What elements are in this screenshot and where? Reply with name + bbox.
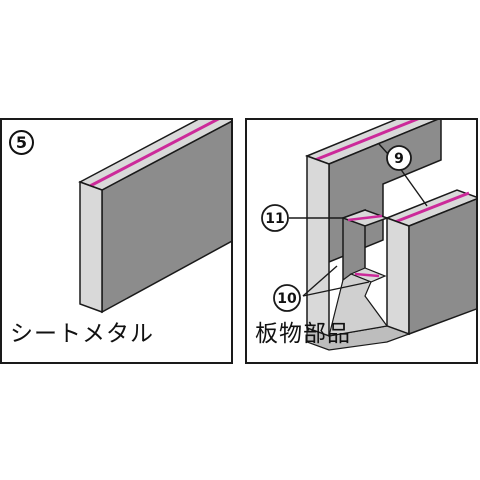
callout-10: 10 <box>273 284 301 312</box>
plate-part-caption: 板物部品 <box>255 321 351 347</box>
callout-9: 9 <box>386 145 412 171</box>
callout-11: 11 <box>261 204 289 232</box>
sheet-metal-panel: 5 シートメタル <box>0 118 233 364</box>
sheet-metal-caption: シートメタル <box>10 321 154 347</box>
sheet-metal-plate-icon <box>78 120 231 314</box>
callout-11-label: 11 <box>265 211 284 227</box>
callout-10-label: 10 <box>277 291 297 307</box>
plate-part-panel: 9 11 10 板物部品 <box>245 118 478 364</box>
callout-9-label: 9 <box>394 151 404 167</box>
u-channel-part-icon: 9 11 10 <box>261 120 476 351</box>
step-number-badge: 5 <box>9 130 34 155</box>
